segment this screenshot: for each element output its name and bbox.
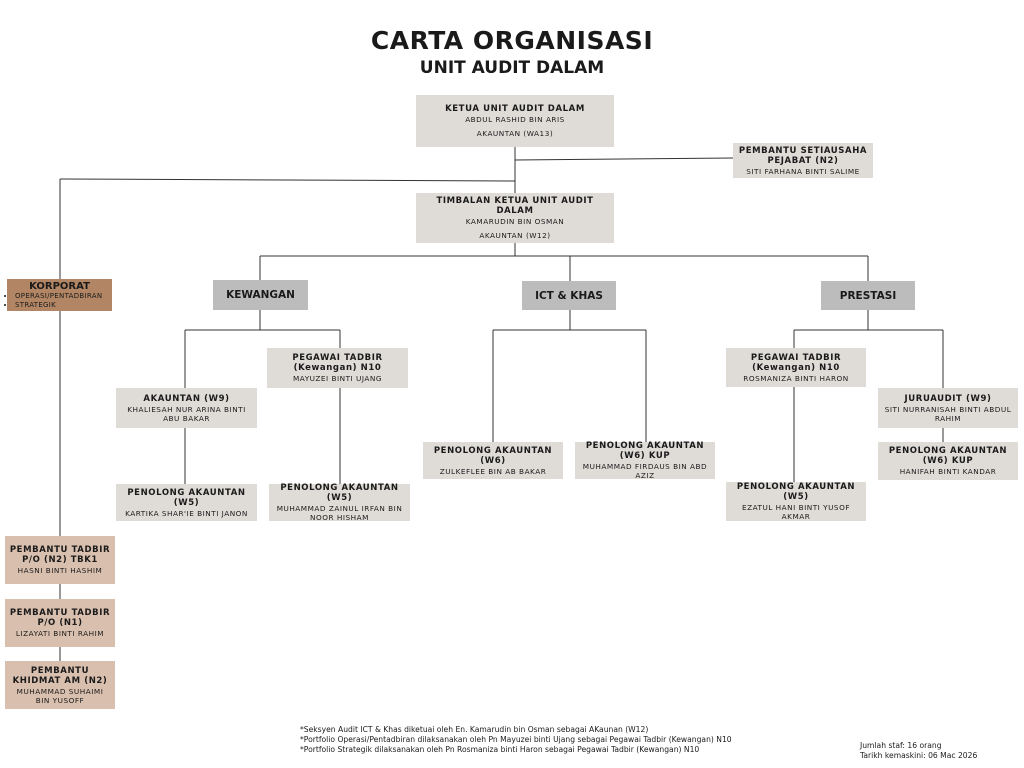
timbalan-box: TIMBALAN KETUA UNIT AUDIT DALAM KAMARUDI… — [416, 193, 614, 243]
ketua-grade: AKAUNTAN (WA13) — [476, 129, 554, 138]
pres-tadbir-name: ROSMANIZA BINTI HARON — [743, 373, 849, 383]
pres-tadbir-box: PEGAWAI TADBIR (Kewangan) N10 ROSMANIZA … — [726, 348, 866, 387]
timbalan-grade: AKAUNTAN (W12) — [479, 231, 551, 240]
ict-pa2-role: PENOLONG AKAUNTAN (W6) KUP — [585, 441, 705, 461]
ict-pa1-name: ZULKEFLEE BIN AB BAKAR — [439, 466, 547, 476]
setiausaha-role: PEMBANTU SETIAUSAHA PEJABAT (N2) — [738, 145, 868, 166]
kew-tadbir-role: PEGAWAI TADBIR (Kewangan) N10 — [292, 353, 383, 373]
meta-info: Jumlah staf: 16 orang Tarikh kemaskini: … — [860, 741, 977, 761]
ict-pa2-name: MUHAMMAD FIRDAUS BIN ABD AZIZ — [582, 462, 708, 480]
section-prestasi: PRESTASI — [821, 281, 915, 310]
pres-pa1-role: PENOLONG AKAUNTAN (W6) KUP — [888, 446, 1008, 466]
korporat-title: KORPORAT — [29, 281, 90, 292]
kew-akauntan-box: AKAUNTAN (W9) KHALIESAH NUR ARINA BINTI … — [116, 388, 257, 428]
footnotes: *Seksyen Audit ICT & Khas diketuai oleh … — [300, 725, 732, 755]
korporat-list: OPERASI/PENTADBIRAN STRATEGIK — [7, 292, 112, 310]
ict-pa1-role: PENOLONG AKAUNTAN (W6) — [433, 445, 553, 466]
korporat-item: OPERASI/PENTADBIRAN — [15, 292, 112, 301]
kew-pa1-name: KARTIKA SHAR'IE BINTI JANON — [125, 508, 248, 518]
last-updated: Tarikh kemaskini: 06 Mac 2026 — [860, 751, 978, 760]
ketua-name: ABDUL RASHID BIN ARIS — [465, 115, 565, 124]
chart-title: CARTA ORGANISASI — [370, 26, 654, 55]
pres-juruaudit-name: SITI NURRANISAH BINTI ABDUL RAHIM — [884, 404, 1012, 423]
korp-p3-box: PEMBANTU KHIDMAT AM (N2) MUHAMMAD SUHAIM… — [5, 661, 115, 709]
staff-count: Jumlah staf: 16 orang — [860, 741, 942, 750]
pres-pa2-name: EZATUL HANI BINTI YUSOF AKMAR — [741, 503, 851, 521]
pres-juruaudit-box: JURUAUDIT (W9) SITI NURRANISAH BINTI ABD… — [878, 388, 1018, 428]
pres-pa2-box: PENOLONG AKAUNTAN (W5) EZATUL HANI BINTI… — [726, 482, 866, 521]
korp-p1-box: PEMBANTU TADBIR P/O (N2) TBK1 HASNI BINT… — [5, 536, 115, 584]
korp-p2-name: LIZAYATI BINTI RAHIM — [15, 629, 105, 638]
timbalan-name: KAMARUDIN BIN OSMAN — [465, 217, 565, 226]
chart-subtitle: UNIT AUDIT DALAM — [419, 58, 605, 78]
ict-pa1-box: PENOLONG AKAUNTAN (W6) ZULKEFLEE BIN AB … — [423, 442, 563, 479]
setiausaha-name: SITI FARHANA BINTI SALIME — [746, 166, 860, 176]
footnote: *Seksyen Audit ICT & Khas diketuai oleh … — [300, 725, 649, 734]
section-kewangan: KEWANGAN — [213, 280, 308, 310]
kew-pa1-role: PENOLONG AKAUNTAN (W5) — [127, 487, 246, 508]
kew-akauntan-name: KHALIESAH NUR ARINA BINTI ABU BAKAR — [127, 404, 246, 423]
korp-p3-name: MUHAMMAD SUHAIMI BIN YUSOFF — [16, 686, 104, 705]
korp-p3-role: PEMBANTU KHIDMAT AM (N2) — [12, 665, 108, 686]
ketua-box: KETUA UNIT AUDIT DALAM ABDUL RASHID BIN … — [416, 95, 614, 147]
ketua-role: KETUA UNIT AUDIT DALAM — [445, 104, 585, 114]
korp-p1-role: PEMBANTU TADBIR P/O (N2) TBK1 — [9, 545, 111, 565]
pres-juruaudit-role: JURUAUDIT (W9) — [904, 393, 992, 404]
setiausaha-box: PEMBANTU SETIAUSAHA PEJABAT (N2) SITI FA… — [733, 143, 873, 178]
korp-p1-name: HASNI BINTI HASHIM — [17, 566, 103, 575]
ict-pa2-box: PENOLONG AKAUNTAN (W6) KUP MUHAMMAD FIRD… — [575, 441, 715, 480]
footnote: *Portfolio Strategik dilaksanakan oleh P… — [300, 745, 700, 754]
kew-pa2-box: PENOLONG AKAUNTAN (W5) MUHAMMAD ZAINUL I… — [269, 483, 410, 522]
footnote: *Portfolio Operasi/Pentadbiran dilaksana… — [300, 735, 732, 744]
timbalan-role: TIMBALAN KETUA UNIT AUDIT DALAM — [436, 196, 594, 216]
kew-pa1-box: PENOLONG AKAUNTAN (W5) KARTIKA SHAR'IE B… — [116, 484, 257, 521]
pres-pa1-name: HANIFAH BINTI KANDAR — [899, 467, 997, 476]
pres-tadbir-role: PEGAWAI TADBIR (Kewangan) N10 — [750, 352, 842, 373]
kew-pa2-role: PENOLONG AKAUNTAN (W5) — [280, 483, 399, 503]
korp-p2-role: PEMBANTU TADBIR P/O (N1) — [9, 608, 111, 628]
korp-p2-box: PEMBANTU TADBIR P/O (N1) LIZAYATI BINTI … — [5, 599, 115, 647]
pres-pa1-box: PENOLONG AKAUNTAN (W6) KUP HANIFAH BINTI… — [878, 442, 1018, 480]
kew-pa2-name: MUHAMMAD ZAINUL IRFAN BIN NOOR HISHAM — [276, 504, 403, 522]
kew-akauntan-role: AKAUNTAN (W9) — [143, 393, 230, 404]
pres-pa2-role: PENOLONG AKAUNTAN (W5) — [736, 482, 856, 502]
korporat-box: KORPORAT OPERASI/PENTADBIRAN STRATEGIK — [7, 279, 112, 311]
section-ict-khas: ICT & KHAS — [522, 281, 616, 310]
kew-tadbir-name: MAYUZEI BINTI UJANG — [293, 374, 382, 383]
kew-tadbir-box: PEGAWAI TADBIR (Kewangan) N10 MAYUZEI BI… — [267, 348, 408, 388]
korporat-item: STRATEGIK — [15, 301, 112, 310]
